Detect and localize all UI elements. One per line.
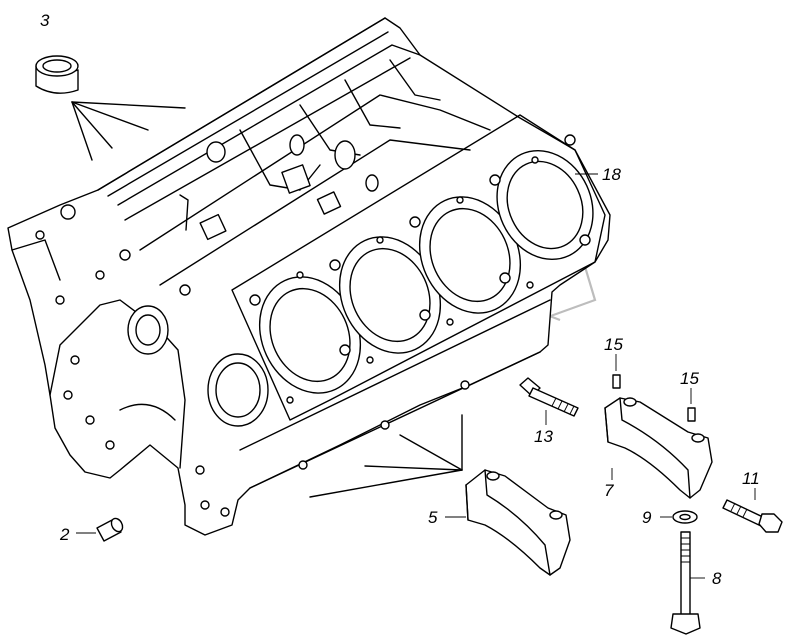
part-8-stud	[670, 531, 701, 635]
part-13-bolt	[519, 377, 579, 417]
part-5-bearing-cap	[465, 469, 571, 576]
callout-13: 13	[534, 427, 553, 446]
part-11-bolt	[722, 499, 783, 533]
callout-7: 7	[604, 481, 614, 500]
assembly-arrows	[71, 101, 463, 498]
callout-15-b: 15	[680, 369, 699, 388]
part-2-dowel-pin	[96, 517, 124, 542]
callout-15-a: 15	[604, 335, 623, 354]
callout-11: 11	[742, 469, 760, 488]
callout-9: 9	[642, 508, 652, 527]
callout-18: 18	[602, 165, 621, 184]
part-15-pins	[612, 374, 696, 422]
callout-8: 8	[712, 569, 722, 588]
engine-block	[7, 17, 611, 536]
leader-lines	[76, 173, 756, 579]
part-9-washer	[672, 510, 698, 524]
callout-5: 5	[428, 508, 438, 527]
part-3-bushing	[35, 55, 79, 94]
part-7-bearing-cap	[604, 397, 713, 499]
callouts: 3 18 15 15 13 7 11 5 9 2 8	[40, 11, 760, 588]
cylinder-bores	[258, 149, 594, 394]
callout-3: 3	[40, 11, 50, 30]
callout-2: 2	[59, 525, 70, 544]
bolt-holes	[249, 134, 591, 404]
